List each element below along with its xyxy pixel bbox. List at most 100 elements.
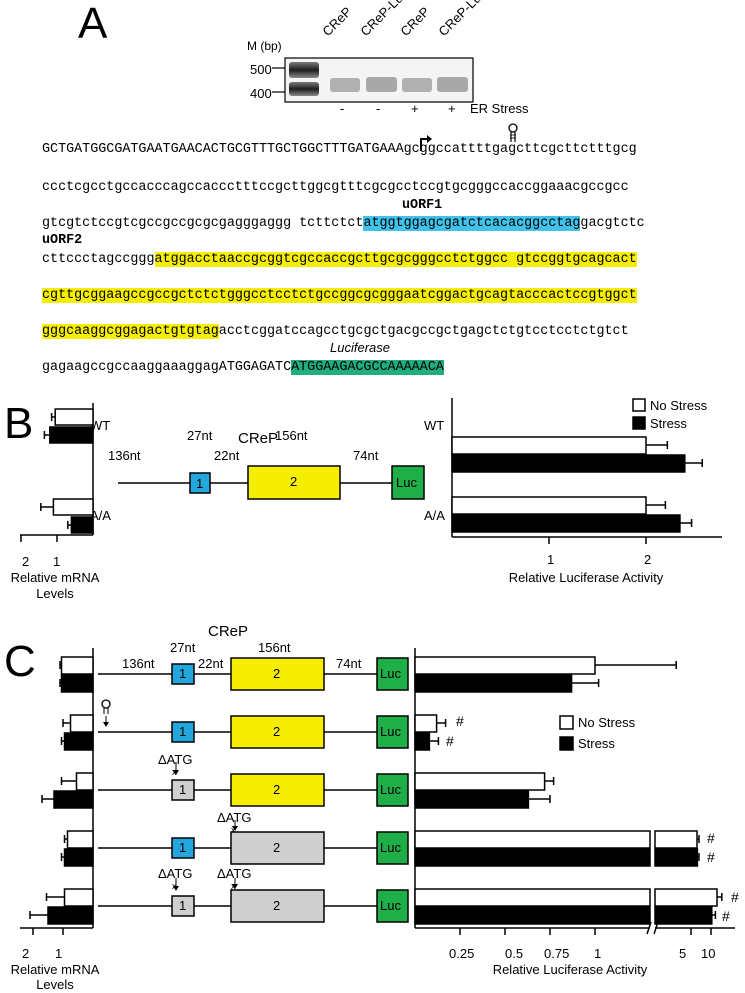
sequence-line-6: gggcaaggcggagactgtgtagacctcggatccagcctgc… [42,322,629,342]
legend-swatch-no-stress [559,715,574,730]
legend-stress: Stress [650,416,687,431]
sequence-line-4: cttccctagccgggatggacctaaccgcggtcgccaccgc… [42,250,637,270]
orf2-number: 2 [273,782,281,797]
segment-label: 156nt [258,640,291,655]
mrna-bar [52,498,94,516]
mrna-bar [75,772,94,791]
panel-letter-b: B [4,399,34,448]
luc-bar [414,790,530,809]
legend-swatch-stress [632,416,646,430]
uorf1-box [171,721,195,743]
luciferase-label: Luciferase [330,340,390,355]
mrna-bar [53,790,94,809]
uorf1-highlight: atggtggagcgatctcacacggcctag [363,216,581,231]
mrna-bar [63,848,94,867]
mrna-axis-label: Levels [36,977,74,992]
luc-box [376,889,409,923]
orf1-number: 1 [179,782,187,797]
luc-bar [414,674,573,693]
sequence-line-5: cgttgcggaagccgccgctctctgggcctcctctgccggc… [42,286,637,306]
row-label-wt: WT [90,418,111,433]
mrna-tick: 1 [55,946,63,961]
gel-marker-header: M (bp) [247,39,282,53]
luc-bar [654,830,698,849]
uorf1-box [171,837,195,859]
row-label-aa: A/A [424,508,445,523]
luciferase-highlight: ATGGAAGACGCCAAAAACA [291,360,444,375]
uorf1-box [171,779,195,801]
luc-tick: 0.5 [505,946,524,961]
construct-title-c: CReP [208,623,249,640]
mrna-bar [54,408,94,426]
datg-label: ΔATG [217,810,252,825]
mrna-axis-label: Relative mRNA [10,962,100,977]
orf1-number: 1 [179,724,187,739]
stem-loop-icon [508,123,518,142]
gel-image [272,57,474,103]
orf2-number: 2 [290,474,298,489]
mrna-bar [47,906,94,925]
mrna-tick: 2 [22,946,30,961]
uorf1-box [171,663,195,685]
panel-letter-a: A [78,0,108,48]
panel-letter-c: C [4,637,36,686]
mrna-bar [49,426,94,444]
segment-label: 136nt [108,448,141,463]
segment-label: 22nt [198,656,224,671]
luc-bar [451,454,686,473]
luc-bar [654,906,713,925]
mrna-bar [60,674,94,693]
luc-label: Luc [396,475,417,490]
uorf2-highlight: gggcaaggcggagactgtgtag [42,324,219,339]
stem-loop-arrow-icon [103,722,109,727]
luc-label: Luc [380,782,401,797]
uorf1-box [189,472,211,494]
chart-b-mrna [20,403,94,542]
stress-sign: + [411,101,419,116]
luc-bar [414,848,651,867]
legend-swatch-no-stress [632,398,646,412]
sequence-line-7: gagaagccgccaaggaaaggagATGGAGATCATGGAAGAC… [42,358,444,378]
uorf2-box [230,889,325,923]
uorf2-label: uORF2 [42,233,83,248]
luc-bar [414,732,431,751]
orf1-number: 1 [179,840,187,855]
seq-text: gagcttcgcttctttgcg [492,142,637,157]
luc-tick: 1 [547,552,555,567]
seq-text: gagaagccgccaaggaaaggagATGGAGATC [42,360,292,375]
segment-label: 27nt [170,640,196,655]
datg-arrow-icon [232,884,238,889]
significance-hash: # [707,849,715,865]
luc-bar [654,888,718,907]
datg-label: ΔATG [158,752,193,767]
datg-arrow-icon [173,886,179,891]
stem-loop-icon [101,699,111,709]
construct-c [98,657,409,923]
luc-bar [414,714,438,733]
uorf2-box [247,465,341,500]
seq-text: gacgtctc [580,216,645,231]
luc-tick: 5 [679,946,687,961]
significance-hash: # [731,889,739,905]
construct-b [118,465,425,500]
stress-sign: - [340,101,345,116]
orf2-number: 2 [273,724,281,739]
mrna-bar [63,888,94,907]
luc-box [391,465,425,500]
mrna-axis-label: Relative mRNA [10,570,100,585]
tss-arrow-icon [420,135,432,151]
uorf2-box [230,831,325,865]
stress-sign: + [448,101,456,116]
luc-box [376,657,409,691]
chart-b-luc [451,398,722,544]
luc-bar [451,496,647,515]
luc-box [376,831,409,865]
seq-tss-region: gcggccatttt [403,142,493,157]
luc-tick: 0.75 [544,946,570,961]
significance-hash: # [456,713,464,729]
uorf2-highlight: cgttgcggaagccgccgctctctgggcctcctctgccggc… [42,288,637,303]
uorf2-box [230,657,325,691]
segment-label: 74nt [336,656,362,671]
orf1-number: 1 [179,898,187,913]
